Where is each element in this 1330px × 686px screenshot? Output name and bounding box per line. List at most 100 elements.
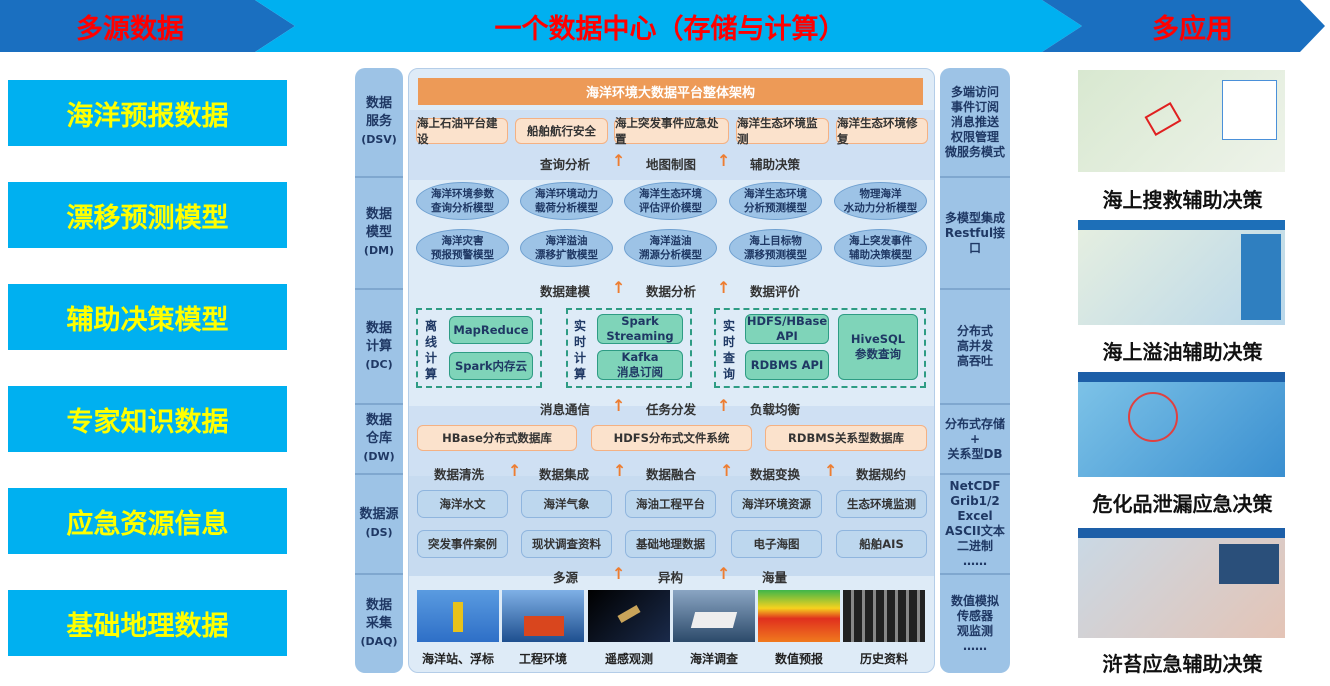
app-caption: 海上溢油辅助决策 <box>1102 340 1263 364</box>
arrow-up-icon: ↑ <box>613 461 627 480</box>
warehouse-box: HDFS分布式文件系统 <box>591 425 752 451</box>
oil-spill-screenshot <box>1078 220 1285 325</box>
datasource-box: 现状调查资料 <box>521 530 612 558</box>
architecture-title: 海洋环境大数据平台整体架构 <box>418 78 923 105</box>
service-box: 海洋生态环境监测 <box>736 116 829 146</box>
acquisition-label: 工程环境 <box>518 652 567 666</box>
datasource-box: 海洋水文 <box>417 490 508 518</box>
datasource-box: 船舶AIS <box>836 530 927 558</box>
note-dsv: 多端访问 事件订阅 消息推送 权限管理 微服务模式 <box>940 68 1010 178</box>
acquisition-label: 数值预报 <box>774 652 823 666</box>
header-multi-app: 多应用 <box>1152 13 1233 45</box>
source-box: 海洋预报数据 <box>8 80 287 146</box>
realtime-query-group <box>714 308 926 388</box>
datasource-box: 电子海图 <box>731 530 822 558</box>
model-ellipse: 海洋环境动力 载荷分析模型 <box>520 182 613 220</box>
header-data-center: 一个数据中心（存储与计算） <box>494 13 846 45</box>
flow-label: 数据清洗 <box>434 467 485 482</box>
flow-label: 辅助决策 <box>750 157 801 172</box>
flow-label: 消息通信 <box>540 402 591 417</box>
model-ellipse: 海上目标物 漂移预测模型 <box>729 229 822 267</box>
service-box: 海上石油平台建设 <box>416 116 508 146</box>
flow-label: 数据分析 <box>646 284 697 299</box>
arrow-up-icon: ↑ <box>717 151 731 170</box>
datasource-box: 基础地理数据 <box>625 530 716 558</box>
datasource-box: 海洋环境资源 <box>731 490 822 518</box>
arrow-up-icon: ↑ <box>720 461 734 480</box>
flow-label: 海量 <box>762 570 788 585</box>
model-ellipse: 海洋溢油 漂移扩散模型 <box>520 229 613 267</box>
header-arrows <box>0 0 1325 52</box>
note-dc: 分布式 高并发 高吞吐 <box>940 290 1010 405</box>
arrow-up-icon: ↑ <box>717 278 731 297</box>
search-rescue-screenshot <box>1078 70 1285 172</box>
arrow-up-icon: ↑ <box>612 396 626 415</box>
note-dm: 多模型集成 Restful接口 <box>940 178 1010 290</box>
hazmat-screenshot <box>1078 372 1285 477</box>
app-caption: 海上搜救辅助决策 <box>1102 188 1263 212</box>
offline-label: 离线计算 <box>424 319 437 381</box>
flow-label: 多源 <box>553 570 579 585</box>
layer-dc: 数据计算(DC) <box>355 290 403 405</box>
model-ellipse: 海洋生态环境 分析预测模型 <box>729 182 822 220</box>
service-box: 海洋生态环境修复 <box>836 116 928 146</box>
warehouse-box: HBase分布式数据库 <box>417 425 577 451</box>
flow-label: 负载均衡 <box>750 402 801 417</box>
flow-label: 任务分发 <box>646 402 697 417</box>
compute-box: HDFS/HBase API <box>745 314 829 344</box>
server-room-image <box>843 590 925 642</box>
offline-compute-group <box>416 308 542 388</box>
model-ellipse: 海洋灾害 预报预警模型 <box>416 229 509 267</box>
layer-column <box>355 68 403 673</box>
compute-box: MapReduce <box>449 316 533 344</box>
compute-box: RDBMS API <box>745 350 829 380</box>
model-ellipse: 物理海洋 水动力分析模型 <box>834 182 927 220</box>
arrow-up-icon: ↑ <box>612 151 626 170</box>
arrow-up-icon: ↑ <box>508 461 522 480</box>
source-box: 漂移预测模型 <box>8 182 287 248</box>
compute-box: HiveSQL 参数查询 <box>838 314 918 380</box>
service-box: 船舶航行安全 <box>515 118 608 144</box>
arrow-up-icon: ↑ <box>612 278 626 297</box>
enteromorpha-screenshot <box>1078 528 1285 638</box>
app-caption: 危化品泄漏应急决策 <box>1092 492 1273 516</box>
note-daq: 数值模拟 传感器 观监测 …… <box>950 594 999 653</box>
acquisition-label: 遥感观测 <box>604 652 653 666</box>
source-box: 基础地理数据 <box>8 590 287 656</box>
model-ellipse: 海洋环境参数 查询分析模型 <box>416 182 509 220</box>
note-dw: 分布式存储 + 关系型DB <box>940 405 1010 475</box>
model-ellipse: 海上突发事件 辅助决策模型 <box>834 229 927 267</box>
service-box: 海上突发事件应急处置 <box>614 116 729 146</box>
model-ellipse: 海洋溢油 溯源分析模型 <box>624 229 717 267</box>
datasource-box: 海油工程平台 <box>625 490 716 518</box>
note-ds: NetCDF Grib1/2 Excel ASCII文本 二进制 …… <box>940 475 1010 575</box>
flow-label: 数据评价 <box>750 284 801 299</box>
flow-label: 数据变换 <box>750 467 801 482</box>
source-box: 专家知识数据 <box>8 386 287 452</box>
flow-label: 数据集成 <box>539 467 590 482</box>
realtime-label: 实时计算 <box>573 319 586 381</box>
arrow-up-icon: ↑ <box>717 564 731 583</box>
offshore-platform-image <box>502 590 584 642</box>
layer-dsv: 数据服务(DSV) <box>355 68 403 178</box>
realtime-compute-group <box>566 308 692 388</box>
datasource-box: 海洋气象 <box>521 490 612 518</box>
acquisition-label: 历史资料 <box>859 652 908 666</box>
datasource-box: 突发事件案例 <box>417 530 508 558</box>
flow-label: 查询分析 <box>540 157 591 172</box>
acquisition-label: 海洋站、浮标 <box>421 652 494 666</box>
flow-label: 异构 <box>658 570 684 585</box>
buoy-image <box>417 590 499 642</box>
arrow-up-icon: ↑ <box>717 396 731 415</box>
layer-dw: 数据仓库(DW) <box>355 405 403 475</box>
layer-daq: 数据采集(DAQ) <box>360 598 398 648</box>
flow-label: 地图制图 <box>646 157 697 172</box>
compute-box: Kafka 消息订阅 <box>597 350 683 380</box>
layer-ds: 数据源(DS) <box>355 475 403 575</box>
compute-box: Spark Streaming <box>597 314 683 344</box>
source-box: 辅助决策模型 <box>8 284 287 350</box>
model-ellipse: 海洋生态环境 评估评价模型 <box>624 182 717 220</box>
arrow-up-icon: ↑ <box>824 461 838 480</box>
source-box: 应急资源信息 <box>8 488 287 554</box>
satellite-image <box>588 590 670 642</box>
